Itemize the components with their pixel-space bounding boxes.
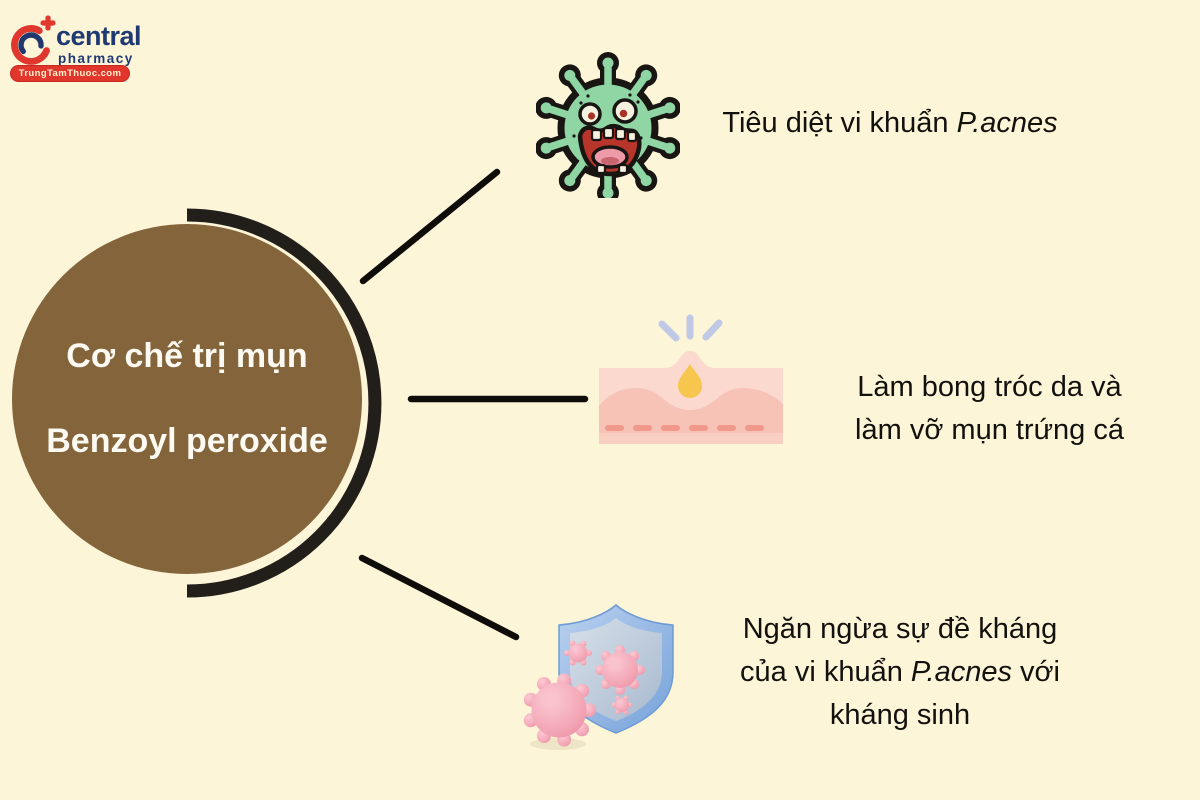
- bacteria-large: [523, 673, 596, 747]
- shield-bacteria-icon: [523, 604, 674, 750]
- resist-text-line3: kháng sinh: [829, 699, 971, 731]
- pus-drop: [678, 364, 702, 398]
- peel-text-line1: Làm bong tróc da và: [857, 371, 1122, 403]
- scared-virus-icon: [536, 50, 680, 198]
- resist-line2-prefix: của vi khuẩn: [740, 656, 911, 688]
- c-plus-logo-icon: [11, 15, 56, 65]
- resist-text-line1: Ngăn ngừa sự đề kháng: [742, 613, 1058, 645]
- peel-text-line2: làm vỡ mụn trứng cá: [855, 414, 1124, 446]
- bacteria-small: [564, 640, 592, 666]
- central-pharmacy-logo: central pharmacy TrungTamThuoc.com: [10, 14, 150, 84]
- circle-accent-arc: [186, 208, 382, 598]
- topic-title-line1: Cơ chế trị mụn: [66, 337, 308, 375]
- resist-text-line2: của vi khuẩn P.acnes với: [698, 651, 1102, 694]
- resist-line2-suffix: với: [1011, 656, 1060, 688]
- item-text-resistance: Ngăn ngừa sự đề kháng của vi khuẩn P.acn…: [698, 608, 1102, 737]
- virus-face: [572, 93, 643, 177]
- kill-text-italic: P.acnes: [956, 107, 1058, 139]
- item-text-kill-bacteria: Tiêu diệt vi khuẩn P.acnes: [690, 102, 1090, 145]
- skin-pimple-icon: [599, 314, 783, 444]
- connector-line-bottom: [358, 554, 520, 641]
- logo-subtitle-text: pharmacy: [58, 51, 134, 66]
- kill-text-prefix: Tiêu diệt vi khuẩn: [722, 107, 957, 139]
- sparkle-marks: [658, 314, 723, 342]
- bacteria-medium: [595, 645, 645, 695]
- resist-line2-italic: P.acnes: [910, 656, 1012, 688]
- logo-brand-text: central: [56, 21, 142, 51]
- bacteria-tiny: [611, 695, 633, 715]
- central-topic-circle: Cơ chế trị mụn Benzoyl peroxide: [12, 224, 362, 574]
- logo-domain-badge: TrungTamThuoc.com: [10, 65, 130, 82]
- topic-title-line2: Benzoyl peroxide: [46, 422, 328, 460]
- connector-line-top: [359, 168, 501, 285]
- item-text-peeling: Làm bong tróc da và làm vỡ mụn trứng cá: [817, 366, 1162, 452]
